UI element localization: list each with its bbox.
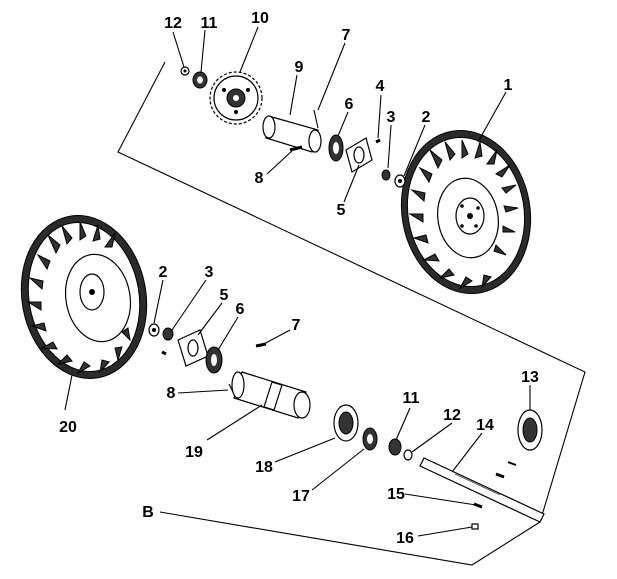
callout-16: 16 [396, 530, 414, 547]
callout-11: 11 [201, 15, 218, 32]
callout-13: 13 [521, 369, 539, 386]
lower-assembly [148, 323, 545, 530]
callout-12: 12 [164, 15, 182, 32]
callout-labels: 12 11 10 7 9 1 4 6 3 2 8 5 2 3 5 6 7 13 … [59, 10, 539, 547]
callout-10: 10 [251, 10, 269, 27]
callout-7: 7 [342, 27, 351, 44]
callout-8: 8 [255, 170, 264, 187]
callout-18: 18 [255, 459, 273, 476]
wheel-right [400, 129, 532, 295]
callout-7-lower: 7 [292, 317, 301, 334]
callout-12-lower: 12 [443, 407, 461, 424]
callout-1: 1 [504, 77, 513, 94]
callout-6-lower: 6 [236, 301, 245, 318]
upper-assembly [180, 66, 406, 188]
callout-5-lower: 5 [220, 287, 229, 304]
wheel-left [20, 215, 148, 379]
bracket-lines [117, 61, 586, 566]
callout-2-lower: 2 [159, 264, 168, 281]
callout-5: 5 [337, 202, 346, 219]
callout-6: 6 [345, 96, 354, 113]
callout-11-lower: 11 [403, 390, 420, 407]
callout-3: 3 [387, 109, 396, 126]
callout-19: 19 [185, 444, 203, 461]
callout-20: 20 [59, 419, 77, 436]
leader-lines [64, 26, 531, 537]
callout-15: 15 [387, 486, 405, 503]
callout-2: 2 [422, 109, 431, 126]
callout-3-lower: 3 [205, 264, 214, 281]
callout-B: B [142, 504, 154, 521]
callout-8-lower: 8 [167, 385, 176, 402]
callout-4: 4 [376, 78, 385, 95]
callout-9: 9 [295, 59, 304, 76]
callout-14: 14 [476, 417, 494, 434]
callout-17: 17 [292, 488, 310, 505]
